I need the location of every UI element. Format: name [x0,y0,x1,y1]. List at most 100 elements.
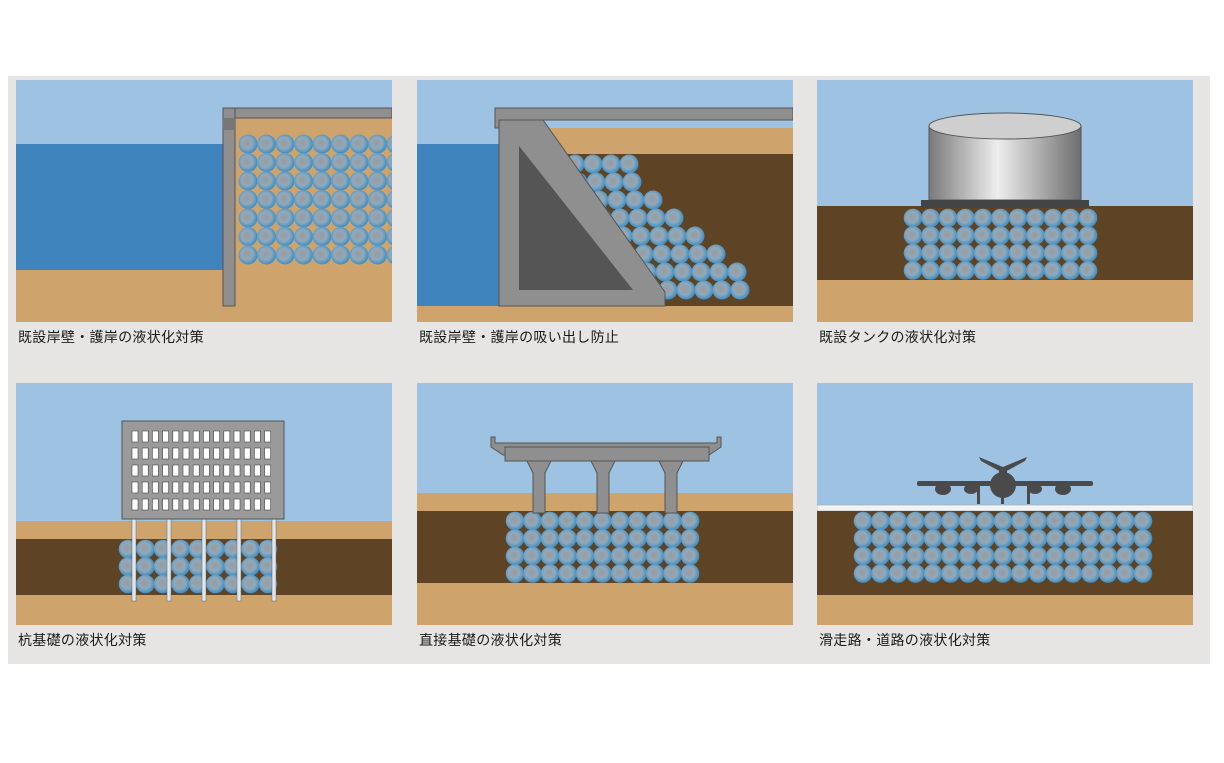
soil-ball [993,511,1013,531]
pile [236,518,242,602]
soil-ball [1081,511,1100,531]
soil-ball [888,529,908,548]
soil-ball [712,280,732,300]
soil-ball [1046,529,1065,548]
soil-ball [331,190,350,209]
soil-ball [1046,511,1065,531]
soil-ball [680,529,700,548]
window [192,464,200,477]
soil-ball [540,546,560,566]
window [233,430,241,443]
runway-surface [817,504,1193,512]
soil-ball [238,208,258,228]
soil-ball [368,245,387,265]
soil-ball [941,546,960,566]
soil-ball [275,208,295,228]
soil-ball [1008,208,1028,228]
soil-ball [923,546,943,566]
soil-ball [540,511,560,531]
soil-ball [368,190,387,209]
window [213,498,220,511]
soil-ball [871,529,890,548]
window [131,498,139,511]
window [243,481,251,494]
soil-ball [652,244,672,264]
sand-bottom [817,595,1193,625]
soil-ball [241,557,260,576]
soil-ball [1116,546,1135,566]
window [162,430,169,443]
airplane [917,457,1093,504]
soil-ball [853,564,873,583]
window [192,481,200,494]
soil-ball [238,153,258,172]
caption-tank: 既設タンクの液状化対策 [819,330,977,346]
window [152,447,159,460]
soil-ball [676,280,696,300]
soil-ball [505,564,525,583]
window [152,481,159,494]
soil-ball [349,245,369,265]
soil-ball [368,227,387,246]
window [182,447,190,460]
soil-ball [1043,226,1063,245]
soil-ball [1011,529,1030,548]
caption-runway: 滑走路・道路の液状化対策 [819,633,991,649]
soil-ball [903,261,923,280]
window [162,464,169,477]
soil-ball [906,529,925,548]
soil-ball [349,153,369,172]
soil-ball [1116,529,1135,548]
soil-ball [871,511,890,531]
soil-ball [906,564,925,583]
sheet-pile-wall [222,107,236,307]
soil-ball [241,539,260,559]
soil-ball [1078,243,1098,263]
soil-ball [610,511,630,531]
soil-ball [958,546,978,566]
window [243,430,251,443]
pier [658,460,684,514]
soil-ball [923,564,943,583]
soil-ball [691,262,711,282]
window [243,447,251,460]
caption-pile: 杭基礎の液状化対策 [18,633,147,649]
soil-ball [601,154,621,174]
soil-ball [238,190,258,209]
soil-ball [941,529,960,548]
soil-ball [976,511,995,531]
improved-soil-balls [238,134,392,265]
panel-quay-wall: 既設岸壁・護岸の液状化対策 [16,80,392,355]
soil-ball [275,227,295,246]
soil-ball [593,511,612,531]
soil-ball [1063,511,1083,531]
soil-ball [993,546,1013,566]
tank-roof [928,112,1082,140]
soil-ball [1046,546,1065,566]
soil-ball [1011,546,1030,566]
soil-ball [386,209,392,227]
soil-ball [386,227,392,246]
window [182,430,190,443]
soil-ball [1008,243,1028,263]
window [233,481,241,494]
soil-ball [938,243,958,263]
window [233,498,241,511]
window [233,447,241,460]
soil-ball [1063,546,1083,566]
soil-ball [1116,564,1135,583]
window [264,498,271,511]
pile [201,518,207,602]
soil-ball [1081,564,1100,583]
soil-ball [663,546,682,566]
soil-ball [625,190,645,210]
soil-ball [257,245,276,265]
wall-cap [223,118,235,130]
soil-ball [921,208,940,228]
illustration-quay-wall [16,80,392,322]
soil-ball [1028,564,1048,583]
soil-ball [257,227,276,246]
pile [271,518,277,602]
soil-ball [294,171,313,191]
soil-ball [604,172,624,192]
